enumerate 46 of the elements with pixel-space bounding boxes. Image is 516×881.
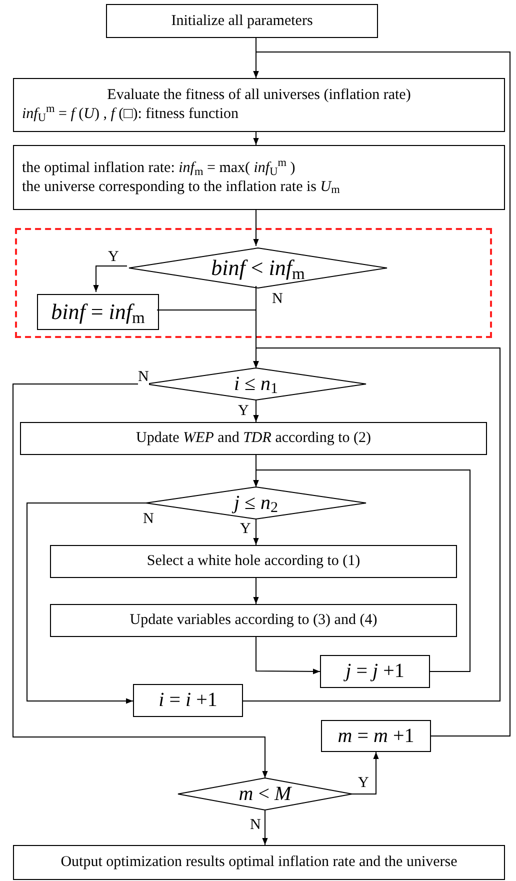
arrow bbox=[253, 470, 470, 672]
arrow bbox=[253, 518, 259, 546]
process-box bbox=[50, 604, 457, 637]
arrow bbox=[352, 752, 379, 794]
process-box bbox=[321, 720, 431, 752]
step-text: i = i +1 bbox=[158, 688, 218, 713]
arrow bbox=[262, 810, 268, 846]
step-text-line: the universe corresponding to the inflation rate is U$_{m}$ bbox=[22, 178, 340, 196]
process-box bbox=[106, 4, 378, 38]
step-text: Update variables according to (3) and (4) bbox=[130, 611, 378, 630]
arrow bbox=[26, 502, 146, 704]
decision-diamond bbox=[178, 778, 352, 810]
process-box bbox=[133, 684, 243, 717]
arrow bbox=[253, 400, 259, 422]
arrow bbox=[253, 210, 259, 246]
condition-text: i ≤ n$_{1}$ bbox=[234, 372, 278, 396]
condition-text: j ≤ n$_{2}$ bbox=[234, 490, 278, 516]
decision-diamond bbox=[129, 248, 387, 288]
dashed-region bbox=[15, 228, 492, 338]
step-text-line: Evaluate the fitness of all universes (inflation rate) bbox=[107, 86, 411, 105]
arrow bbox=[256, 636, 320, 674]
arrow bbox=[242, 348, 500, 702]
process-box bbox=[50, 545, 457, 578]
process-box bbox=[37, 294, 159, 330]
process-box bbox=[13, 145, 505, 210]
process-box bbox=[13, 845, 505, 880]
arrow bbox=[253, 132, 259, 146]
arrow bbox=[253, 52, 510, 736]
edge-label: N bbox=[138, 370, 149, 385]
step-text: Initialize all parameters bbox=[171, 12, 313, 30]
condition-text: binf < inf$_{m}$ bbox=[211, 254, 305, 282]
process-box bbox=[13, 78, 505, 132]
arrow bbox=[253, 578, 259, 604]
process-box bbox=[320, 655, 430, 688]
step-text: binf = inf$_{m}$ bbox=[51, 298, 145, 326]
step-text: Output optimization results optimal inflation rate and the universe bbox=[60, 853, 458, 872]
condition-text: m < M bbox=[238, 782, 292, 806]
arrow bbox=[12, 384, 268, 778]
step-text: m = m +1 bbox=[338, 724, 414, 748]
arrow bbox=[93, 266, 128, 292]
step-text-line: the optimal inflation rate: inf$_{m}$ = max( inf$_{U}$$^{m}$ ) bbox=[22, 158, 296, 178]
step-text: Update WEP and TDR according to (2) bbox=[136, 429, 371, 448]
step-text: j = j +1 bbox=[346, 659, 404, 684]
step-text: Select a white hole according to (1) bbox=[146, 552, 360, 571]
step-text-line: inf$_{U}$$^{m}$ = f (U) , f (□): fitness function bbox=[22, 105, 239, 124]
process-box bbox=[20, 422, 487, 455]
